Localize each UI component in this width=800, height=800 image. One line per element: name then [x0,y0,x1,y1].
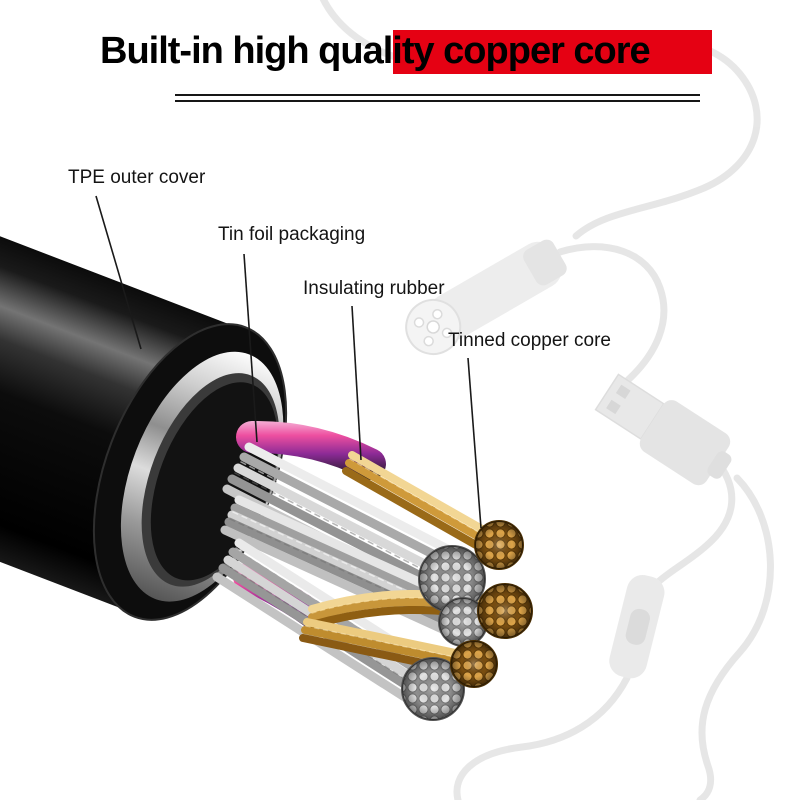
callout-tinned-copper-core: Tinned copper core [448,330,612,351]
leader-line-insulating [351,305,362,461]
silver-strand-ends [401,545,488,721]
leader-line-tin-foil [243,253,258,443]
ghost-inline-switch [609,574,665,679]
copper-strand-ends [450,520,533,688]
leader-line-copper [467,357,482,529]
ghost-cable [320,0,774,800]
copper-wire-bundles [299,451,503,676]
ghost-product-photo [320,0,774,800]
title-band: Built-in high quality copper core [0,28,800,78]
callout-insulating-rubber: Insulating rubber [303,278,445,299]
page-title: Built-in high quality copper core [100,30,651,72]
title-highlight-block [393,30,712,74]
leader-line-tpe [95,195,142,350]
ghost-camera-head [405,239,567,355]
callout-tin-foil-packaging: Tin foil packaging [218,224,366,245]
callout-tpe-outer-cover: TPE outer cover [68,167,206,188]
leader-lines [95,195,482,529]
title-rule-bottom [175,100,700,102]
ghost-usb-connector [594,373,732,486]
title-rule-top [175,94,700,96]
